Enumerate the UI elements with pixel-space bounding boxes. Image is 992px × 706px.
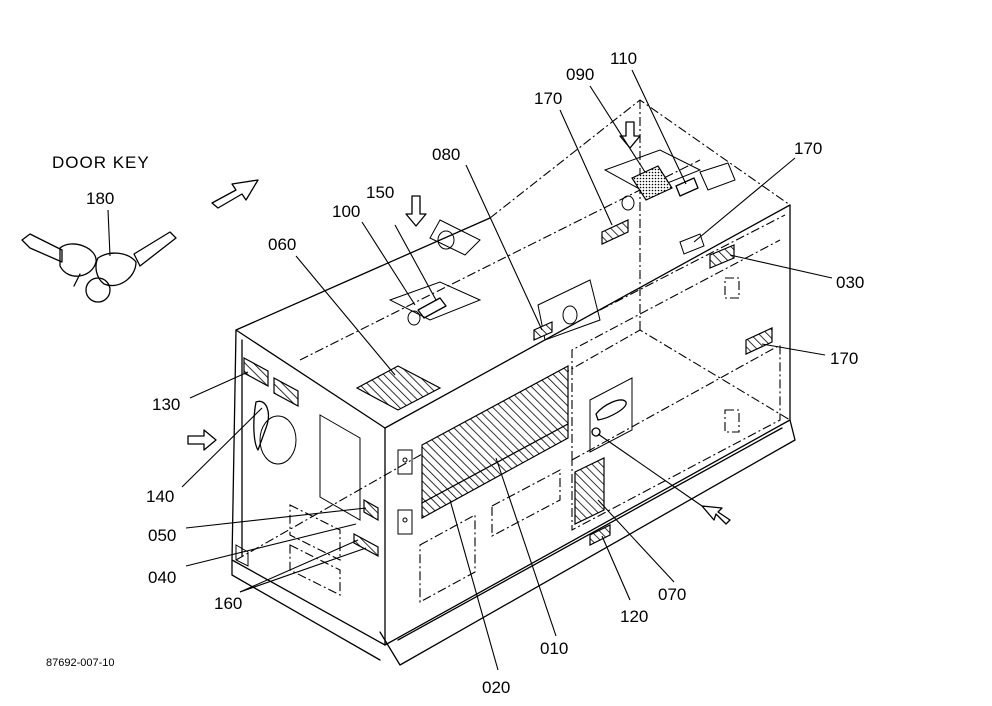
arrow-icon <box>187 429 217 451</box>
callout-labels: 180 060 100 150 080 170 090 110 170 030 … <box>86 49 864 697</box>
callout-label: 110 <box>610 49 637 68</box>
decal-020 <box>421 422 569 520</box>
callout-label: 060 <box>268 235 296 254</box>
callout-label: 090 <box>566 65 594 84</box>
arrow-icon <box>701 505 731 525</box>
arrow-icon <box>619 121 641 149</box>
decal-080 <box>533 321 553 341</box>
leader-lines <box>107 69 833 671</box>
decal-060 <box>355 365 442 411</box>
callout-label: 020 <box>482 678 510 697</box>
callout-label: 100 <box>332 202 360 221</box>
door-key-title: DOOR KEY <box>52 153 150 172</box>
callout-label: 070 <box>658 585 686 604</box>
callout-label: 140 <box>146 487 174 506</box>
drawing-code: 87692-007-10 <box>46 657 115 669</box>
decal-160 <box>353 532 379 558</box>
decal-070 <box>574 457 605 525</box>
decal-170a <box>601 219 629 245</box>
decal-030 <box>709 244 735 269</box>
generator-enclosure <box>231 99 796 666</box>
decal-150 <box>417 297 447 319</box>
decal-050 <box>363 498 379 522</box>
arrow-icon <box>211 179 259 209</box>
callout-label: 170 <box>534 89 562 108</box>
decal-130b <box>273 376 299 408</box>
callout-label: 180 <box>86 189 114 208</box>
callout-label: 040 <box>148 568 176 587</box>
callout-label: 010 <box>540 639 568 658</box>
callout-label: 170 <box>830 349 858 368</box>
callout-label: 170 <box>794 139 822 158</box>
decal-170b <box>679 233 705 255</box>
callout-label: 080 <box>432 145 460 164</box>
callout-label: 150 <box>366 183 394 202</box>
callout-label: 130 <box>152 395 180 414</box>
decal-010 <box>421 364 569 505</box>
decal-110 <box>675 177 699 197</box>
callout-label: 120 <box>620 607 648 626</box>
decal-090 <box>631 165 673 201</box>
direction-arrows <box>187 121 731 525</box>
decal-120 <box>589 524 611 546</box>
arrow-icon <box>405 195 427 227</box>
callout-label: 050 <box>148 526 176 545</box>
callout-label: 160 <box>214 594 242 613</box>
callout-label: 030 <box>836 273 864 292</box>
door-key-icon <box>21 231 177 303</box>
decals <box>243 165 773 558</box>
decal-170c <box>745 327 773 355</box>
decal-130a <box>243 356 269 388</box>
